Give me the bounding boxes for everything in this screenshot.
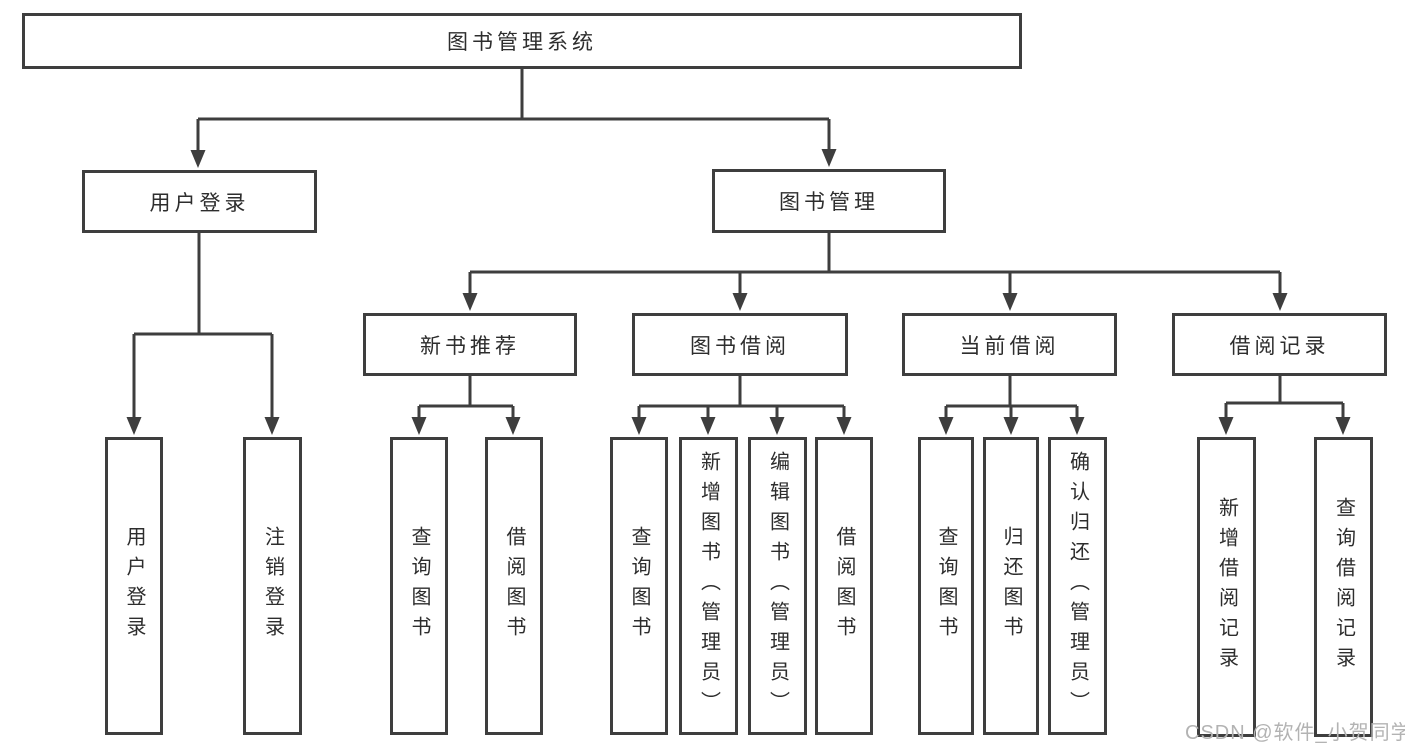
leaf-return-books: 归还图书 <box>983 437 1039 735</box>
leaf-logout: 注销登录 <box>243 437 302 735</box>
leaf-borrow-books-2: 借阅图书 <box>815 437 873 735</box>
leaf-query-borrow-record: 查询借阅记录 <box>1314 437 1373 737</box>
leaf-query-books-3: 查询图书 <box>918 437 974 735</box>
connector-current-borrow-children <box>938 376 1085 435</box>
connector-book-management-children <box>462 233 1288 311</box>
node-label: 图书管理系统 <box>447 31 597 54</box>
leaf-edit-books-admin: 编辑图书（管理员） <box>748 437 807 735</box>
node-label: 编辑图书（管理员） <box>766 451 789 721</box>
leaf-borrow-books-1: 借阅图书 <box>485 437 543 735</box>
node-label: 借阅记录 <box>1229 334 1330 358</box>
connector-book-borrow-children <box>631 376 852 435</box>
node-label: 当前借阅 <box>959 334 1060 358</box>
node-label: 注销登录 <box>261 526 284 646</box>
node-label: 确认归还（管理员） <box>1066 451 1089 721</box>
node-label: 归还图书 <box>1000 526 1022 646</box>
node-label: 查询图书 <box>408 526 430 646</box>
node-user-login: 用户登录 <box>82 170 317 233</box>
connector-user-login-children <box>126 233 280 435</box>
node-label: 查询图书 <box>935 526 957 646</box>
leaf-query-books-1: 查询图书 <box>390 437 448 735</box>
node-library-management-system: 图书管理系统 <box>22 13 1022 69</box>
connector-root-to-level1 <box>190 69 837 168</box>
node-label: 借阅图书 <box>833 526 855 646</box>
node-book-management: 图书管理 <box>712 169 946 233</box>
node-label: 新增借阅记录 <box>1215 497 1238 677</box>
node-label: 用户登录 <box>123 526 145 646</box>
leaf-add-borrow-record: 新增借阅记录 <box>1197 437 1256 737</box>
node-new-books: 新书推荐 <box>363 313 577 376</box>
node-label: 图书借阅 <box>690 334 790 358</box>
node-label: 查询借阅记录 <box>1332 497 1355 677</box>
leaf-user-login: 用户登录 <box>105 437 163 735</box>
node-label: 图书管理 <box>779 191 879 214</box>
leaf-add-books-admin: 新增图书（管理员） <box>679 437 738 735</box>
leaf-query-books-2: 查询图书 <box>610 437 668 735</box>
node-borrow-records: 借阅记录 <box>1172 313 1387 376</box>
node-label: 新书推荐 <box>420 334 520 358</box>
leaf-confirm-return-admin: 确认归还（管理员） <box>1048 437 1107 735</box>
connector-new-books-children <box>411 376 521 435</box>
connector-borrow-records-children <box>1218 376 1351 435</box>
watermark: CSDN @软件_小贺同学 <box>1185 722 1405 744</box>
node-book-borrow: 图书借阅 <box>632 313 848 376</box>
node-label: 查询图书 <box>628 526 650 646</box>
node-label: 借阅图书 <box>503 526 525 646</box>
node-label: 用户登录 <box>149 191 250 215</box>
node-label: 新增图书（管理员） <box>697 451 720 721</box>
node-current-borrow: 当前借阅 <box>902 313 1117 376</box>
